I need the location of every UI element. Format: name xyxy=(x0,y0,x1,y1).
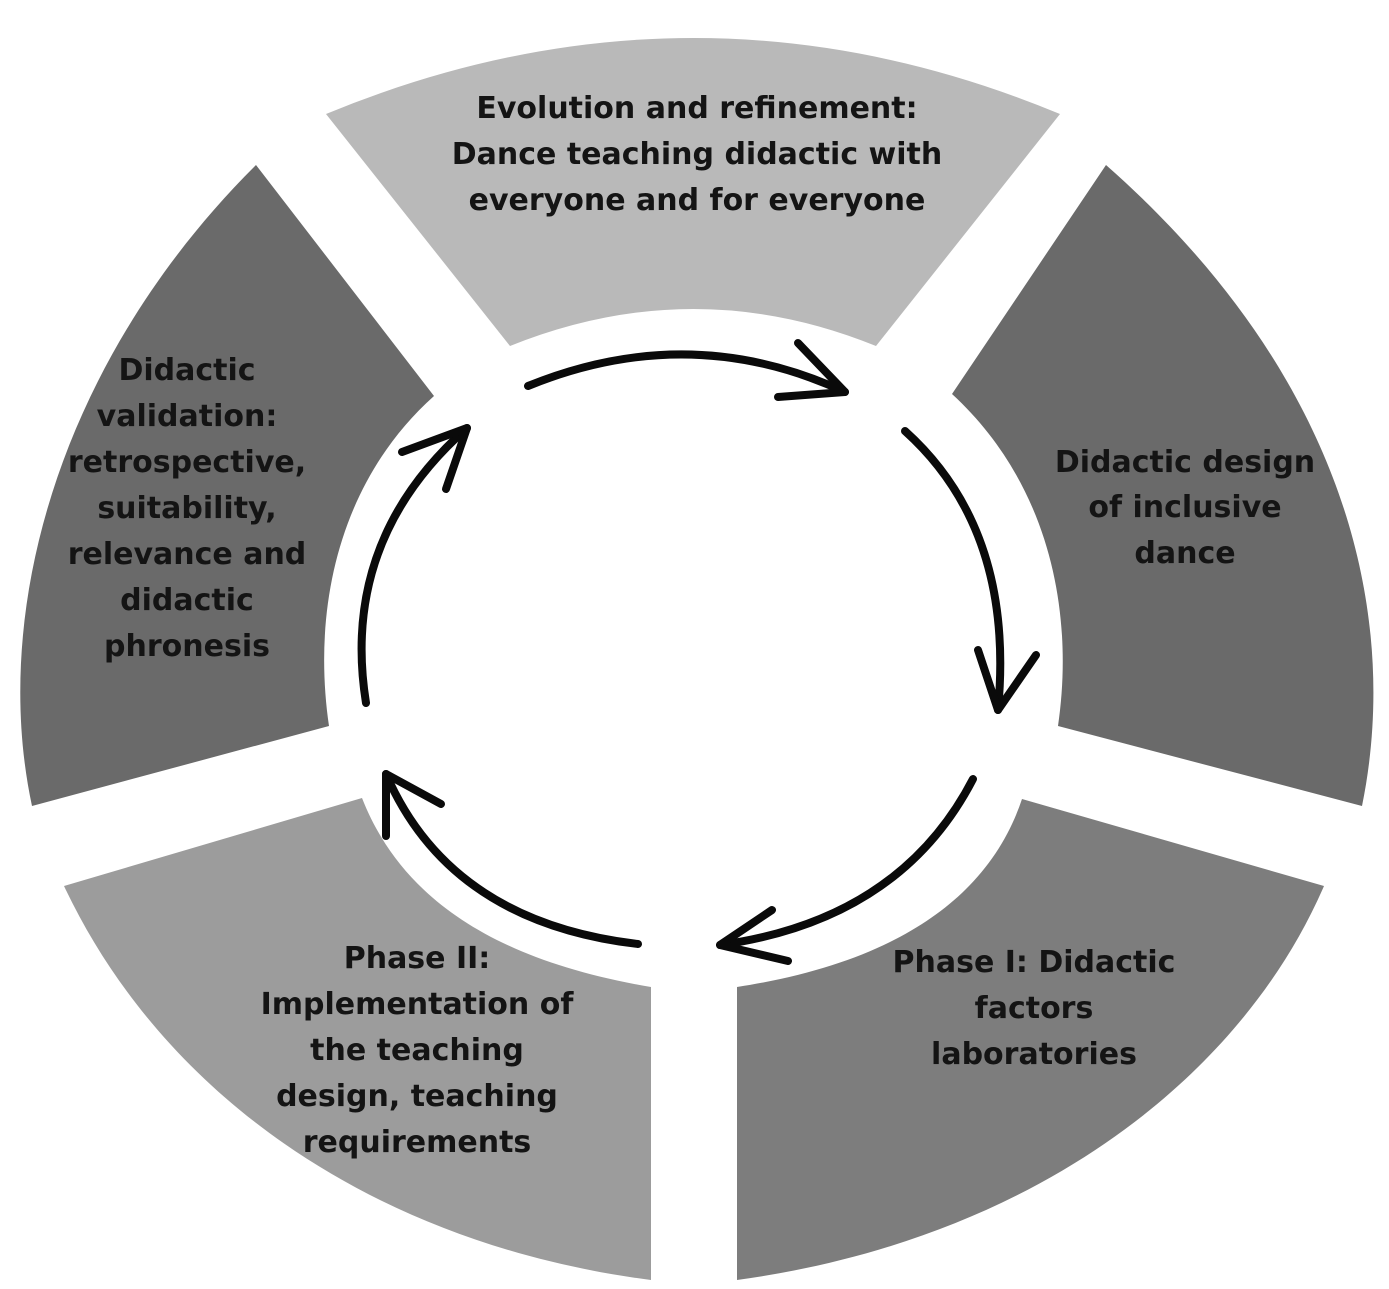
label-validation-line-5: relevance and xyxy=(68,537,307,572)
svg-text:didactic: didactic xyxy=(120,583,254,618)
label-validation-line-3: retrospective, xyxy=(68,445,306,480)
label-validation: Didactic validation: retrospective, suit… xyxy=(68,353,307,664)
svg-text:phronesis: phronesis xyxy=(104,629,270,664)
label-phase-two-line-1: Phase II: xyxy=(344,941,491,976)
arrow-left xyxy=(382,770,642,948)
svg-text:everyone and for everyone: everyone and for everyone xyxy=(469,183,926,218)
label-evolution-line-2: Dance teaching didactic with xyxy=(452,137,943,172)
label-evolution: Evolution and refinement: Dance teaching… xyxy=(452,91,943,218)
svg-text:laboratories: laboratories xyxy=(931,1037,1137,1072)
label-phase-one: Phase I: Didactic factors laboratories xyxy=(893,945,1176,1072)
label-phase-two-line-4: design, teaching xyxy=(276,1079,558,1114)
arrow-bottom-head-icon xyxy=(716,906,792,965)
label-phase-one-line-1: Phase I: Didactic xyxy=(893,945,1176,980)
arrow-bottom xyxy=(716,775,977,965)
svg-text:retrospective,: retrospective, xyxy=(68,445,306,480)
svg-text:factors: factors xyxy=(975,991,1094,1026)
label-design: Didactic design of inclusive dance xyxy=(1055,445,1315,571)
svg-text:validation:: validation: xyxy=(97,399,278,434)
svg-text:Dance teaching didactic with: Dance teaching didactic with xyxy=(452,137,943,172)
label-phase-two-line-2: Implementation of xyxy=(261,987,575,1022)
arrow-left-head-icon xyxy=(382,770,445,840)
arrow-upper-left xyxy=(357,424,471,707)
svg-text:suitability,: suitability, xyxy=(97,491,276,526)
svg-text:design, teaching: design, teaching xyxy=(276,1079,558,1114)
arrow-top-arc xyxy=(524,350,849,396)
segment-wedges xyxy=(20,38,1374,1280)
label-validation-line-7: phronesis xyxy=(104,629,270,664)
arrow-top-head-icon xyxy=(774,339,849,401)
arrow-upper-left-head-icon xyxy=(398,424,471,493)
label-phase-two-line-3: the teaching xyxy=(310,1033,524,1068)
svg-text:Phase II:: Phase II: xyxy=(344,941,491,976)
arrow-right-arc xyxy=(901,427,1005,714)
label-design-line-3: dance xyxy=(1134,536,1235,571)
label-validation-line-6: didactic xyxy=(120,583,254,618)
label-evolution-line-1: Evolution and refinement: xyxy=(476,91,917,126)
cycle-arrows xyxy=(357,339,1040,965)
svg-text:Implementation of: Implementation of xyxy=(261,987,575,1022)
segment-evolution xyxy=(326,38,1060,346)
label-phase-one-line-3: laboratories xyxy=(931,1037,1137,1072)
label-design-line-1: Didactic design xyxy=(1055,445,1315,480)
arrow-right xyxy=(901,427,1040,714)
svg-text:Didactic design: Didactic design xyxy=(1055,445,1315,480)
label-validation-line-4: suitability, xyxy=(97,491,276,526)
label-phase-two: Phase II: Implementation of the teaching… xyxy=(261,941,575,1160)
svg-text:dance: dance xyxy=(1134,536,1235,571)
label-validation-line-2: validation: xyxy=(97,399,278,434)
svg-text:relevance and: relevance and xyxy=(68,537,307,572)
svg-text:Didactic: Didactic xyxy=(118,353,255,388)
label-design-line-2: of inclusive xyxy=(1088,490,1281,525)
svg-text:Phase I: Didactic: Phase I: Didactic xyxy=(893,945,1176,980)
segment-design xyxy=(952,165,1374,806)
label-validation-line-1: Didactic xyxy=(118,353,255,388)
svg-text:requirements: requirements xyxy=(303,1125,532,1160)
segment-validation xyxy=(20,165,435,806)
arrow-left-arc xyxy=(382,770,642,948)
label-phase-one-line-2: factors xyxy=(975,991,1094,1026)
svg-text:Evolution and refinement:: Evolution and refinement: xyxy=(476,91,917,126)
arrow-right-head-icon xyxy=(974,646,1040,714)
svg-text:the teaching: the teaching xyxy=(310,1033,524,1068)
segment-phase-one xyxy=(737,799,1324,1280)
arrow-bottom-arc xyxy=(716,775,977,949)
label-evolution-line-3: everyone and for everyone xyxy=(469,183,926,218)
arrow-upper-left-arc xyxy=(357,424,471,707)
arrow-top xyxy=(524,339,849,401)
segment-phase-two xyxy=(64,798,651,1280)
svg-text:of inclusive: of inclusive xyxy=(1088,490,1281,525)
label-phase-two-line-5: requirements xyxy=(303,1125,532,1160)
